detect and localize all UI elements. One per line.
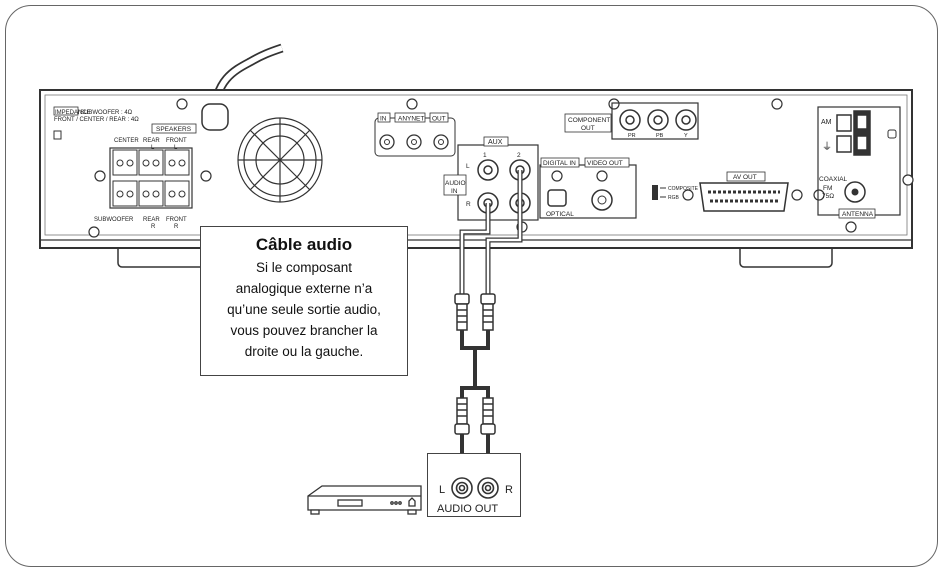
impedance-subwoofer: SUBWOOFER : 4Ω [80, 110, 133, 116]
av-out-label: AV OUT [733, 174, 757, 181]
speaker-terminals [109, 147, 193, 209]
rear-label-bottom: REAR [143, 217, 160, 223]
am-label: AM [821, 119, 832, 126]
optical-label: OPTICAL [546, 211, 574, 218]
pb-label: PB [656, 133, 664, 139]
composite-label: COMPOSITE [668, 186, 699, 192]
side-slot-icon [887, 129, 897, 139]
ohm-label: 75Ω [822, 193, 834, 200]
component-jacks [619, 109, 697, 131]
rca-plugs-top [454, 293, 496, 331]
anynet-label: ANYNET [398, 116, 424, 123]
front-label: FRONT [166, 138, 187, 144]
component-out-label-2: OUT [581, 125, 595, 132]
cord-strain-relief [201, 103, 229, 131]
audio-out-panel [427, 453, 521, 517]
ground-icon: ⏚ [822, 141, 832, 153]
fm-label: FM [823, 185, 832, 192]
cable-callout: Câble audio Si le composant analogique e… [200, 226, 408, 376]
antenna-label: ANTENNA [842, 211, 874, 218]
rgb-label: RGB [668, 195, 680, 201]
impedance-front: FRONT / CENTER / REAR : 4Ω [54, 117, 139, 123]
callout-title: Câble audio [255, 235, 353, 254]
component-out-label-1: COMPONENT [568, 117, 610, 124]
rear-label: REAR [143, 138, 160, 144]
cooling-fan [237, 117, 323, 203]
callout-body: Si le composant analogique externe n’a q… [227, 260, 381, 359]
rear-r-label: R [151, 224, 156, 230]
video-out-label: VIDEO OUT [587, 160, 623, 167]
aux-label: AUX [488, 139, 503, 146]
composite-rgb-switch [652, 185, 658, 200]
am-terminals [836, 110, 871, 156]
anynet-block [374, 112, 456, 157]
av-out-scart-connector [699, 182, 789, 212]
optical-port [547, 189, 567, 207]
panel-slot-icon [53, 130, 62, 140]
aux-2-label: 2 [517, 152, 521, 159]
front-r-label: R [174, 224, 179, 230]
anynet-out-label: OUT [432, 116, 446, 123]
audio-in-label-2: IN [451, 188, 458, 195]
speakers-label: SPEAKERS [156, 126, 192, 133]
impedance-title: IMPEDANCE [55, 110, 91, 116]
audio-in-label-1: AUDIO [445, 180, 466, 187]
pr-label: PR [628, 133, 636, 139]
aux-r-label: R [466, 201, 471, 208]
external-player-icon [307, 485, 422, 515]
anynet-in-label: IN [380, 116, 387, 123]
front-label-bottom: FRONT [166, 217, 187, 223]
digital-in-label: DIGITAL IN [543, 160, 576, 167]
coaxial-label: COAXIAL [819, 176, 848, 183]
y-label: Y [684, 133, 688, 139]
aux-1-label: 1 [483, 152, 487, 159]
rca-plugs-bottom [454, 397, 496, 435]
subwoofer-label: SUBWOOFER [94, 217, 134, 223]
aux-l-label: L [466, 163, 470, 170]
center-label: CENTER [114, 138, 139, 144]
